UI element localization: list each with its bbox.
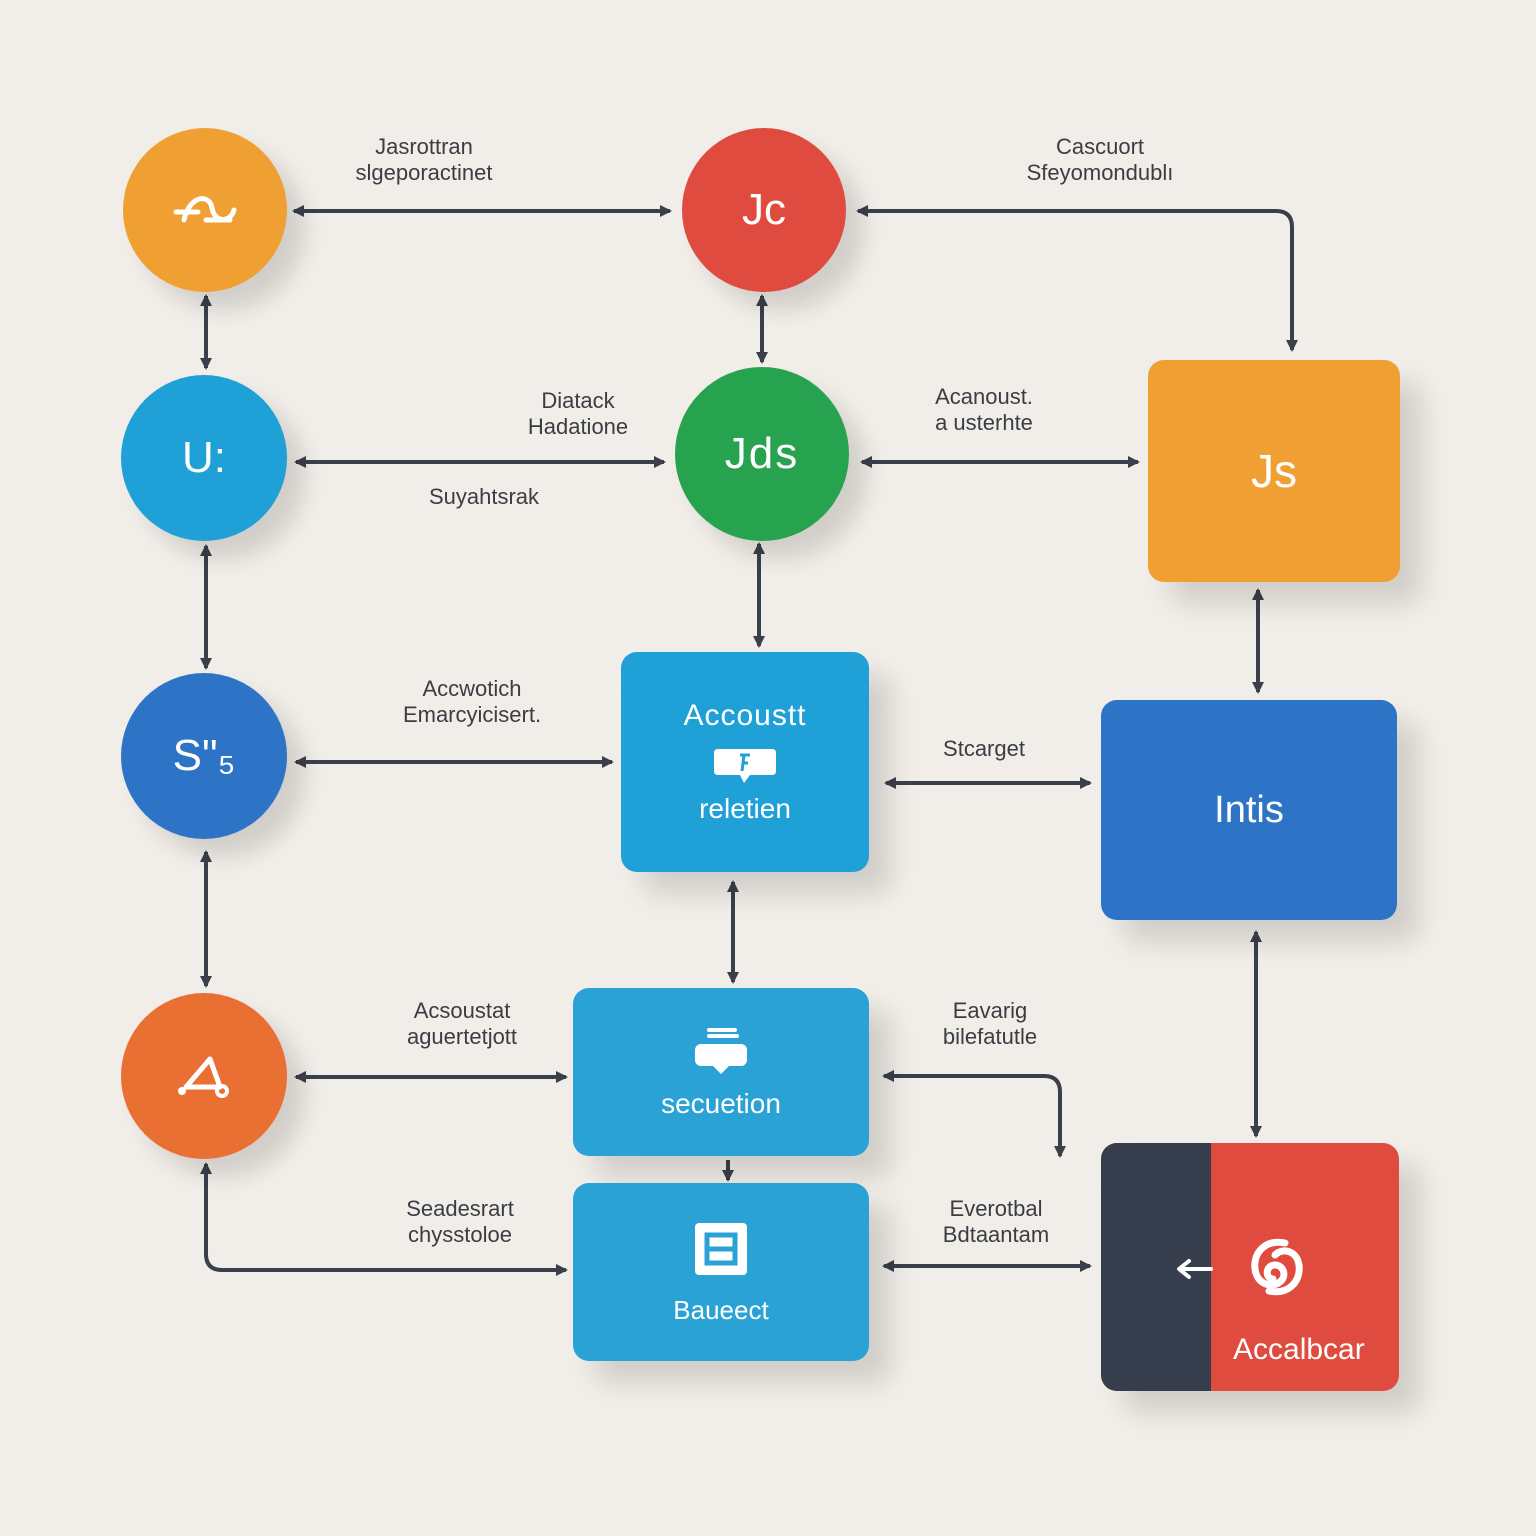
node-circle-s[interactable]: S"₅ (121, 673, 287, 839)
left-arrow-icon (1177, 1259, 1213, 1279)
triangle-link-icon (178, 1056, 229, 1098)
node-box-intis[interactable]: Intis (1101, 700, 1397, 920)
document-icon (695, 1222, 747, 1275)
node-box-accalbcar-subtitle: Accalbcar (1233, 1333, 1365, 1366)
node-circle-jc[interactable]: Jc (682, 128, 846, 292)
node-box-account-subtitle: reletien (699, 793, 791, 824)
label-row3-right: Stcarget (943, 736, 1025, 761)
stacked-tray-icon (695, 1028, 747, 1074)
node-circle-top-left[interactable] (123, 128, 287, 292)
node-box-secuetion-subtitle: secuetion (661, 1088, 781, 1119)
node-circle-bottom-left[interactable] (121, 993, 287, 1159)
node-box-js[interactable]: Js (1148, 360, 1400, 582)
node-circle-u-text: U: (182, 433, 226, 482)
node-box-baueect[interactable]: Baueect (573, 1183, 869, 1361)
node-circle-jds[interactable]: Jds (675, 367, 849, 541)
label-mid-b: Acanoust.a usterhte (935, 384, 1033, 435)
link-swirl-icon (1251, 1238, 1303, 1296)
label-mid-a-below: Suyahtsrak (428, 484, 540, 509)
node-box-account[interactable]: Accoustt reletien (621, 652, 869, 872)
node-circle-s-text: S"₅ (172, 731, 236, 780)
squiggle-icon (173, 196, 237, 223)
node-box-intis-text: Intis (1214, 788, 1284, 831)
arrow-jc-js (856, 205, 1298, 352)
node-circle-jc-text: Jc (742, 185, 786, 234)
node-box-secuetion[interactable]: secuetion (573, 988, 869, 1156)
node-circle-u[interactable]: U: (121, 375, 287, 541)
node-circle-jds-text: Jds (724, 429, 800, 478)
node-box-js-text: Js (1251, 445, 1297, 497)
chat-bubble-icon (714, 749, 776, 783)
node-box-accalbcar[interactable]: Accalbcar (1101, 1143, 1399, 1391)
arrow-secuetion-down (882, 1070, 1066, 1158)
arrow-bl-baueect (200, 1162, 568, 1276)
node-box-baueect-subtitle: Baueect (673, 1294, 769, 1325)
node-box-account-title: Accoustt (683, 699, 807, 732)
